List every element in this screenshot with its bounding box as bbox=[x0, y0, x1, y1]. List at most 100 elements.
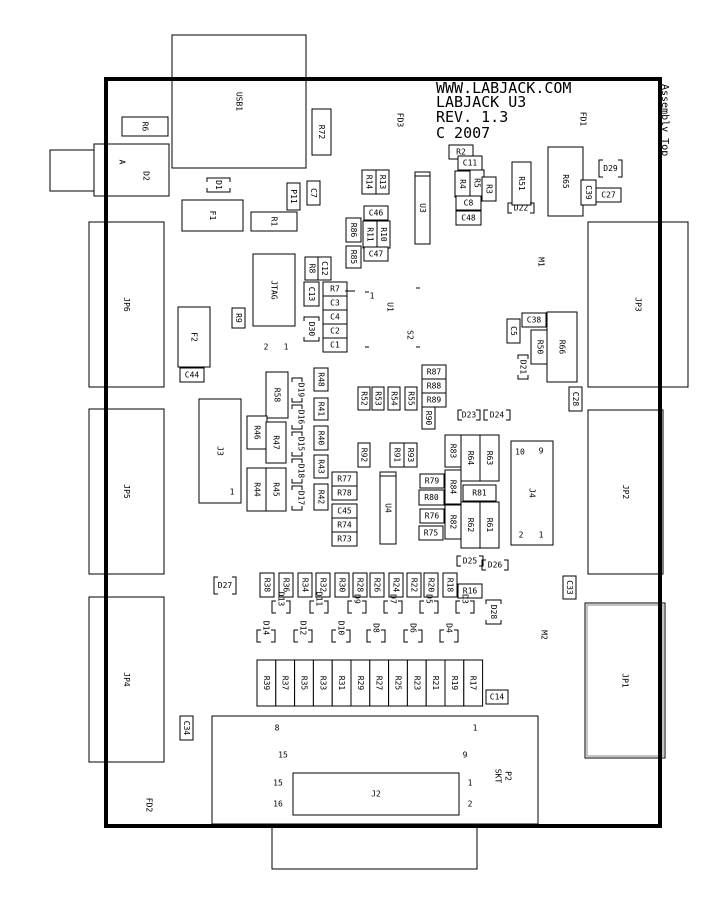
label-r66: R66 bbox=[558, 340, 567, 355]
component-d10 bbox=[331, 629, 351, 643]
label-r9: R9 bbox=[234, 313, 243, 323]
label-s2: S2 bbox=[406, 330, 415, 340]
component-c27 bbox=[595, 187, 622, 203]
header-text: WWW.LABJACK.COM LABJACK U3 REV. 1.3 C 20… bbox=[436, 79, 571, 142]
label-fd2: FD2 bbox=[145, 798, 154, 813]
label-jp2: JP2 bbox=[621, 485, 630, 500]
j2-pin-2: 2 bbox=[468, 800, 473, 809]
label-d26: D26 bbox=[488, 561, 503, 570]
label-c48: C48 bbox=[461, 214, 476, 223]
label-r5: R5 bbox=[473, 178, 482, 188]
component-r16 bbox=[457, 583, 483, 599]
header-product: LABJACK U3 bbox=[436, 93, 526, 111]
component-c7 bbox=[306, 180, 321, 206]
label-u1: U1 bbox=[386, 302, 395, 312]
component-r53 bbox=[371, 386, 385, 411]
label-d25: D25 bbox=[463, 557, 478, 566]
component-r78 bbox=[331, 485, 358, 501]
j4-pin-10: 10 bbox=[515, 448, 525, 457]
component-r6 bbox=[121, 116, 169, 137]
label-r76: R76 bbox=[425, 512, 440, 521]
label-r58: R58 bbox=[273, 388, 282, 403]
label-d22: D22 bbox=[514, 204, 529, 213]
label-u4: U4 bbox=[384, 503, 393, 513]
component-r55 bbox=[404, 386, 418, 411]
component-d4 bbox=[439, 629, 459, 643]
label-r65: R65 bbox=[561, 174, 570, 189]
component-jp4 bbox=[88, 596, 165, 763]
label-r86: R86 bbox=[349, 223, 358, 238]
label-p2: P2 bbox=[504, 771, 513, 781]
p2-pin-15: 15 bbox=[278, 751, 288, 760]
label-r33: R33 bbox=[318, 676, 327, 691]
component-c14 bbox=[485, 689, 509, 705]
component-r13 bbox=[375, 169, 390, 195]
label-p11: P11 bbox=[289, 189, 298, 204]
component-r81 bbox=[462, 484, 497, 502]
label-r47: R47 bbox=[272, 435, 281, 450]
component-jp5 bbox=[88, 408, 165, 575]
label-jp6: JP6 bbox=[122, 297, 131, 312]
component-d12 bbox=[293, 629, 313, 643]
label-r6: R6 bbox=[141, 122, 150, 132]
j2-pin-1: 1 bbox=[468, 779, 473, 788]
label-d29: D29 bbox=[603, 164, 618, 173]
component-d7 bbox=[383, 600, 403, 614]
component-r38 bbox=[259, 572, 275, 598]
label-r82: R82 bbox=[449, 515, 458, 530]
component-r63 bbox=[479, 434, 500, 482]
component-f1 bbox=[181, 199, 244, 232]
component-r79 bbox=[419, 473, 445, 489]
component-d13 bbox=[271, 600, 291, 614]
label-d17: D17 bbox=[297, 491, 306, 506]
component-r9 bbox=[231, 307, 246, 329]
component-r30 bbox=[334, 572, 350, 598]
label-d14: D14 bbox=[262, 621, 271, 636]
label-d18: D18 bbox=[297, 464, 306, 479]
j3-pin-1: 1 bbox=[230, 488, 235, 497]
component-d25 bbox=[456, 555, 484, 567]
label-d4: D4 bbox=[445, 623, 454, 633]
component-r32 bbox=[315, 572, 331, 598]
component-r42 bbox=[313, 483, 329, 511]
component-d6 bbox=[403, 629, 423, 643]
label-d28: D28 bbox=[489, 605, 498, 620]
component-r34 bbox=[297, 572, 313, 598]
component-jp3 bbox=[587, 221, 689, 388]
component-r58 bbox=[265, 371, 289, 419]
label-r32: R32 bbox=[319, 578, 328, 593]
label-r8: R8 bbox=[308, 264, 317, 274]
component-r40 bbox=[313, 425, 329, 451]
label-r51: R51 bbox=[517, 176, 526, 191]
component-c46 bbox=[363, 205, 389, 221]
component-j2 bbox=[292, 772, 460, 816]
component-r36 bbox=[278, 572, 294, 598]
label-r21: R21 bbox=[431, 676, 440, 691]
label-usb1: USB1 bbox=[235, 92, 244, 111]
component-j4 bbox=[510, 440, 554, 546]
component-d16 bbox=[291, 404, 303, 430]
component-d11 bbox=[309, 600, 329, 614]
component-r80 bbox=[418, 489, 445, 506]
component-usb1 bbox=[171, 34, 307, 169]
component-c12 bbox=[317, 256, 332, 281]
component-r18 bbox=[442, 572, 458, 598]
label-r4: R4 bbox=[458, 179, 467, 189]
label-m2: M2 bbox=[540, 630, 549, 640]
label-m1: M1 bbox=[537, 257, 546, 267]
label-r61: R61 bbox=[485, 518, 494, 533]
component-d5 bbox=[419, 600, 439, 614]
component-d24 bbox=[483, 409, 511, 421]
label-d3: D3 bbox=[461, 594, 470, 604]
label-r75: R75 bbox=[424, 529, 439, 538]
label-r81: R81 bbox=[472, 489, 487, 498]
label-r93: R93 bbox=[406, 448, 415, 463]
component-r54 bbox=[387, 386, 401, 411]
label-r28: R28 bbox=[356, 578, 365, 593]
p2-overhang bbox=[271, 825, 478, 870]
component-r48 bbox=[313, 367, 329, 392]
label-r24: R24 bbox=[392, 578, 401, 593]
label-d8: D8 bbox=[372, 623, 381, 633]
label-r45: R45 bbox=[272, 482, 281, 497]
label-d16: D16 bbox=[297, 410, 306, 425]
